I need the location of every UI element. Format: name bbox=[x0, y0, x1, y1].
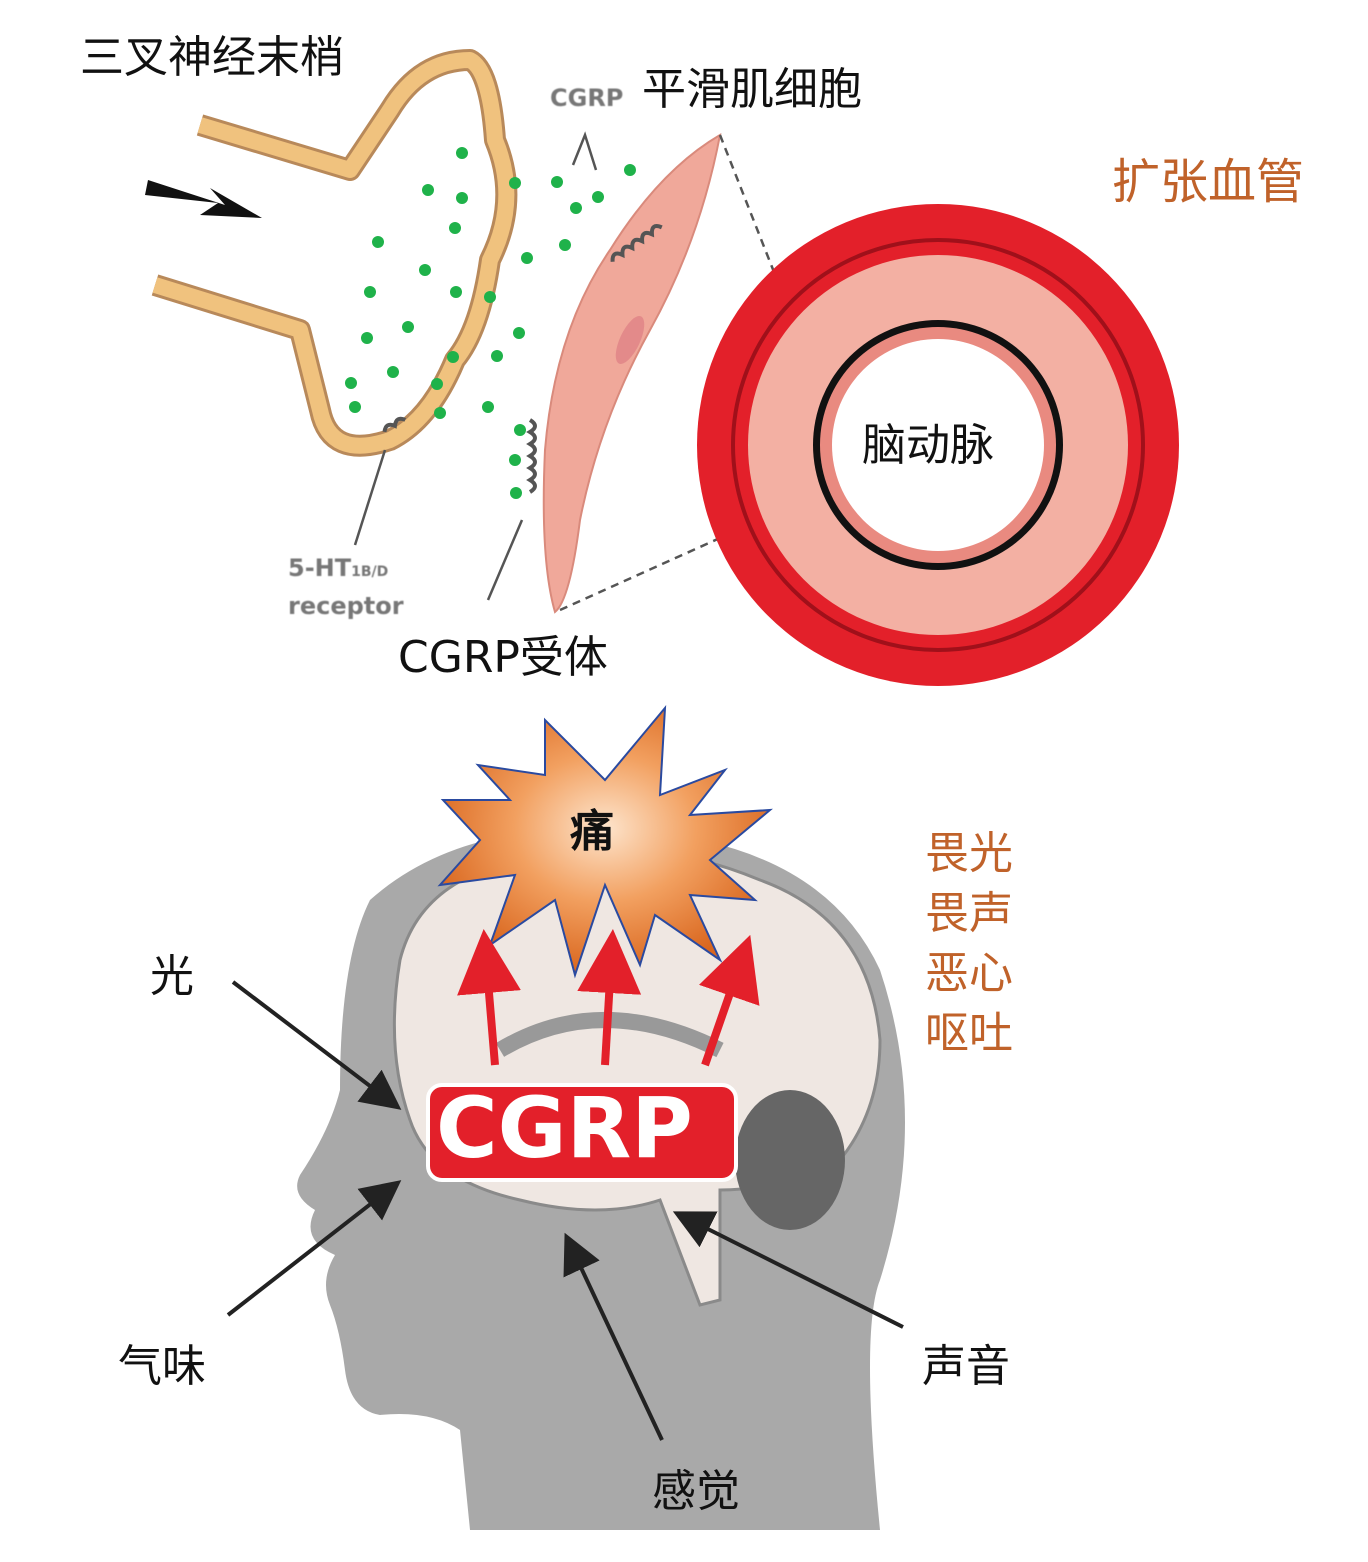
cgrp-receptor-label: CGRP受体 bbox=[398, 632, 608, 683]
red-arrows bbox=[457, 929, 760, 1067]
input-arrows bbox=[226, 980, 904, 1441]
cgrp-vesicles bbox=[345, 147, 636, 499]
cgrp-box-label: CGRP bbox=[436, 1079, 693, 1177]
light-label: 光 bbox=[150, 951, 194, 1002]
artery-label: 脑动脉 bbox=[862, 420, 994, 471]
cerebellum bbox=[735, 1090, 845, 1230]
5ht-receptor-label: 5-HT1B/D bbox=[288, 556, 388, 580]
5ht-subscript: 1B/D bbox=[351, 564, 389, 580]
symptom-photophobia: 畏光 bbox=[925, 828, 1013, 879]
arrow-icon bbox=[145, 180, 262, 218]
trigeminal-nerve-ending bbox=[151, 49, 518, 457]
receptor-word: receptor bbox=[288, 592, 404, 620]
trigeminal-nerve-label: 三叉神经末梢 bbox=[80, 32, 344, 83]
pain-starburst bbox=[437, 705, 773, 979]
cgrp-small-label: CGRP bbox=[550, 84, 624, 112]
5ht-text: 5-HT bbox=[288, 554, 352, 582]
cgrp-receptor-icons bbox=[382, 224, 663, 494]
pain-label: 痛 bbox=[570, 806, 614, 857]
symptom-nausea: 恶心 bbox=[925, 948, 1013, 999]
smooth-muscle-label: 平滑肌细胞 bbox=[642, 64, 862, 115]
symptom-phonophobia: 畏声 bbox=[925, 888, 1013, 939]
vasodilation-label: 扩张血管 bbox=[1112, 154, 1305, 210]
smooth-muscle-cell bbox=[542, 133, 722, 614]
symptom-vomiting: 呕吐 bbox=[925, 1008, 1013, 1059]
smell-label: 气味 bbox=[118, 1341, 206, 1392]
sensation-label: 感觉 bbox=[652, 1466, 740, 1517]
sound-label: 声音 bbox=[922, 1341, 1010, 1392]
cerebral-artery-cross-section bbox=[697, 204, 1179, 686]
cgrp-box bbox=[426, 1083, 738, 1182]
